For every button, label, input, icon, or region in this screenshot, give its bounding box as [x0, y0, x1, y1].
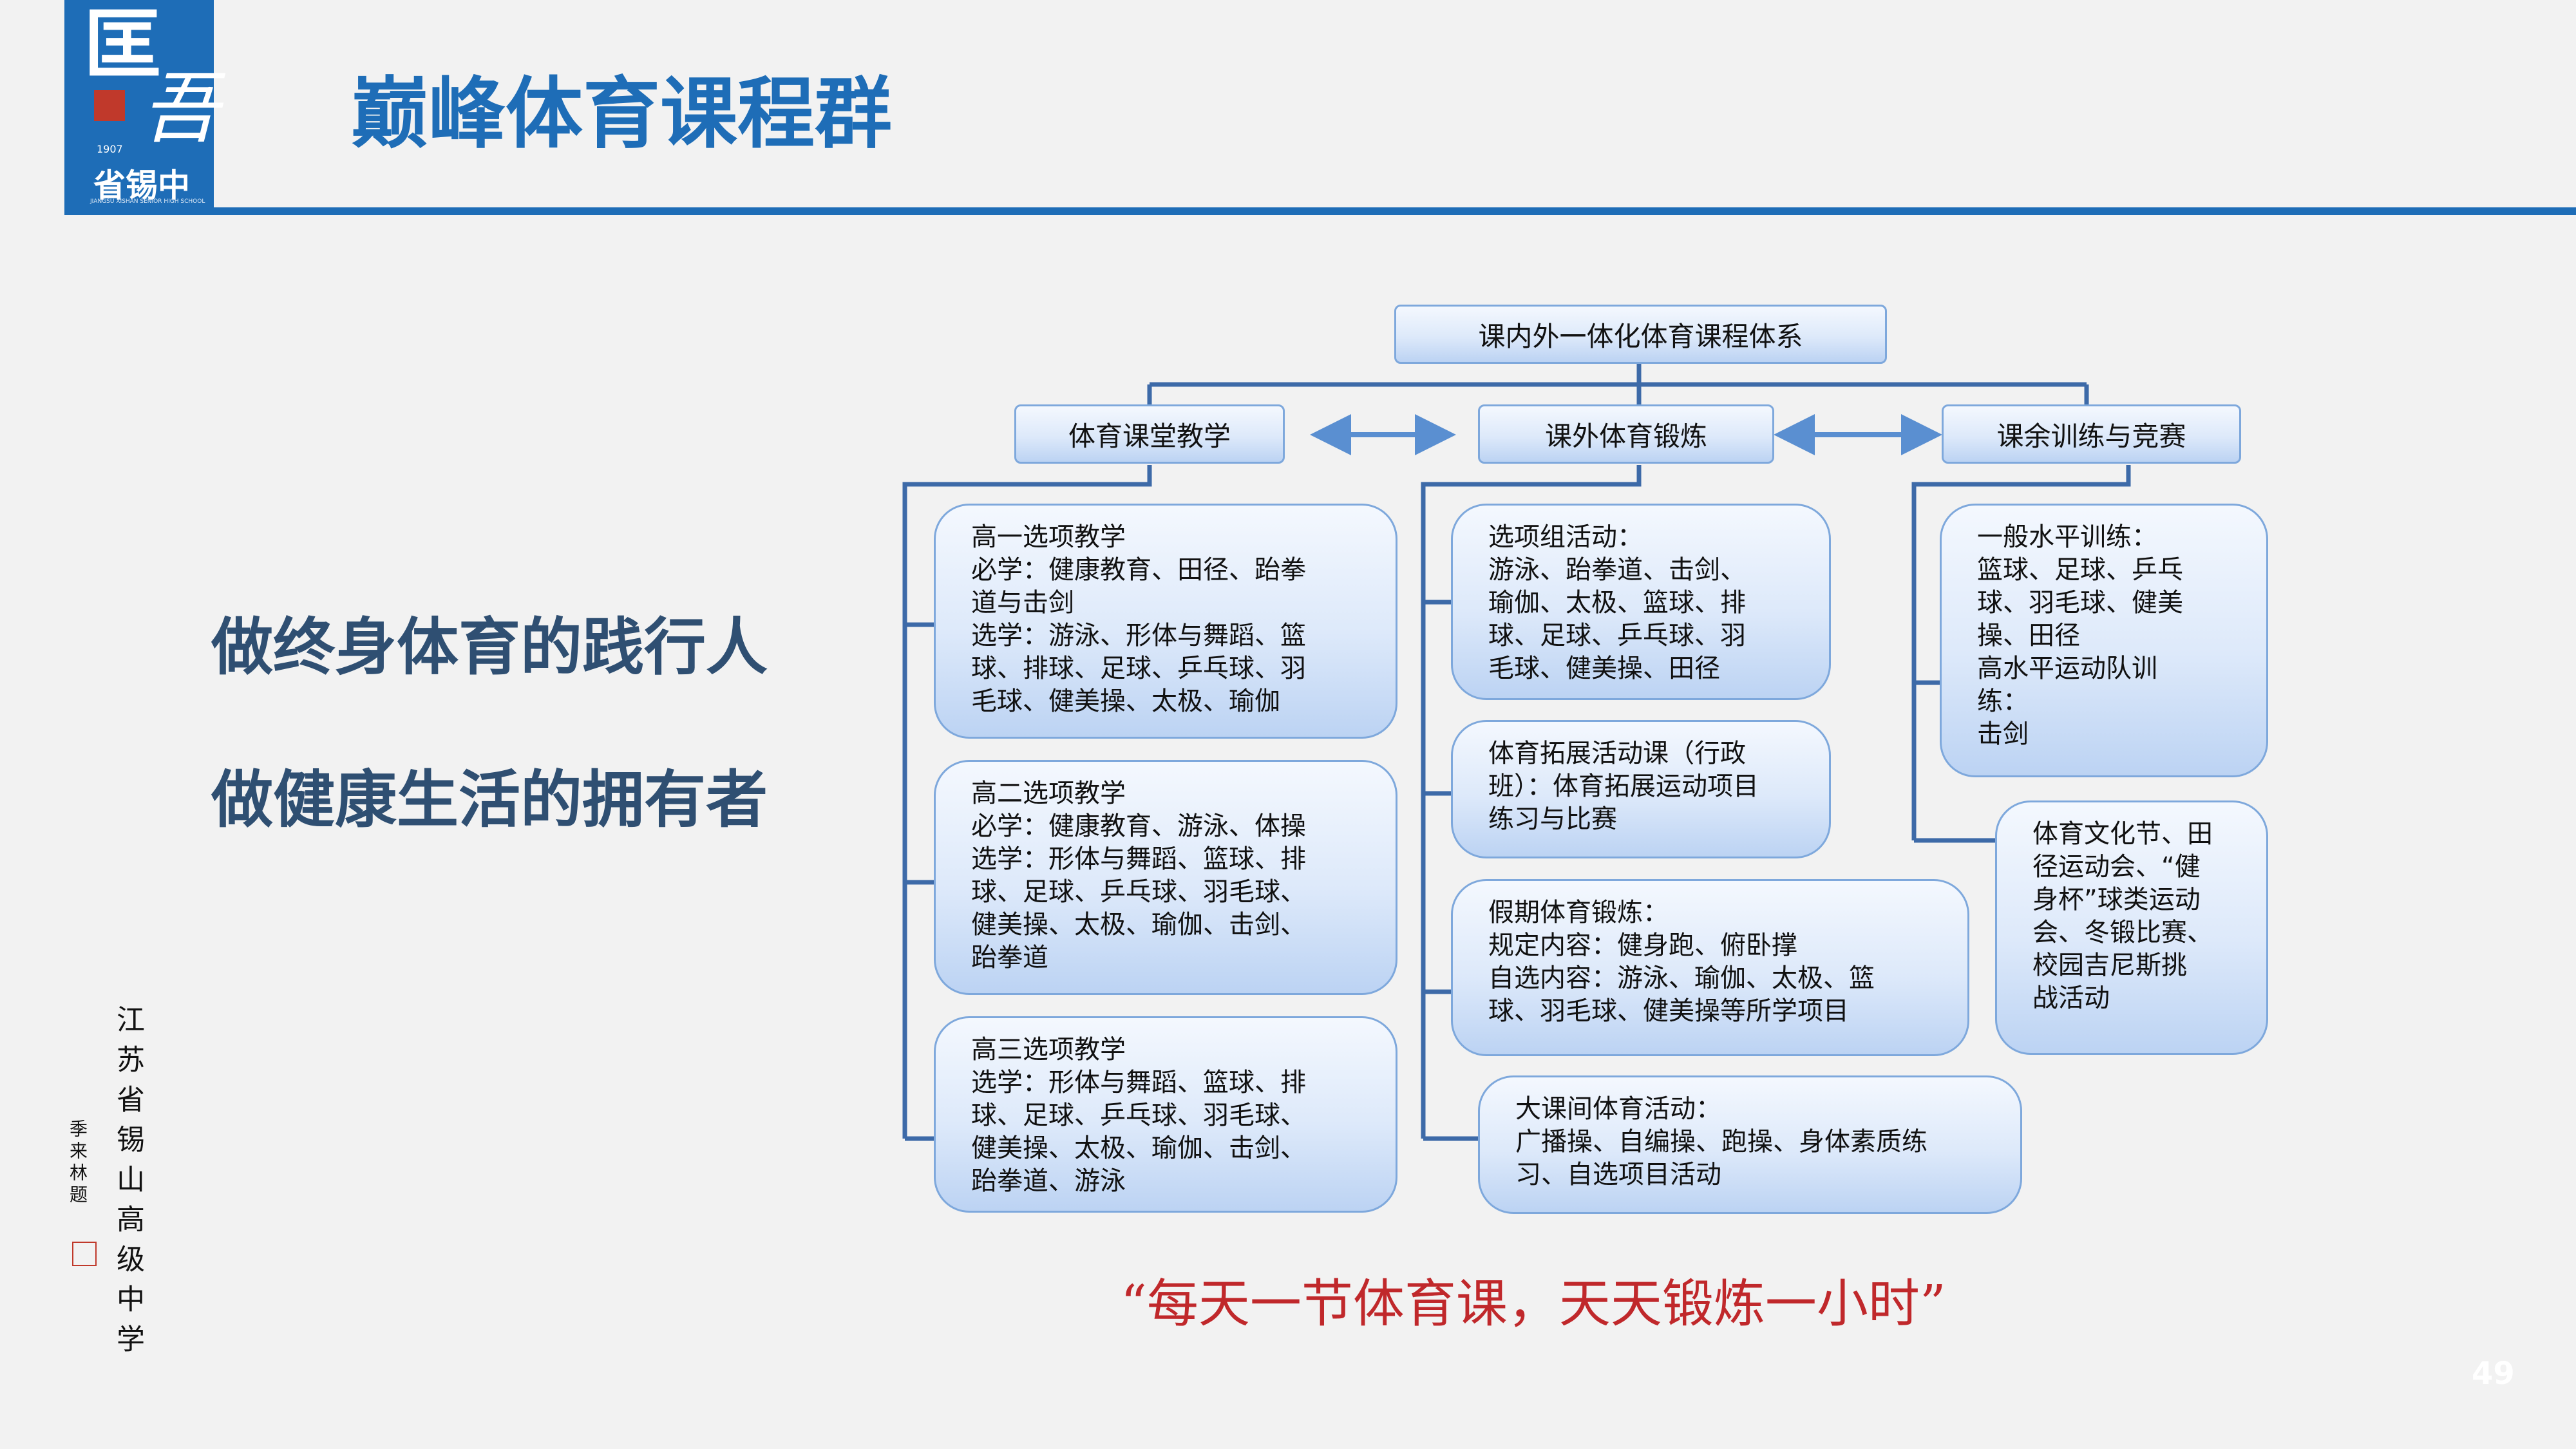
- node-col-training: 课余训练与竞赛: [1942, 404, 2241, 464]
- diagram-text-line: 球、羽毛球、健美: [1977, 588, 2183, 618]
- diagram-text-line: 选学：形体与舞蹈、篮球、排: [971, 1068, 1306, 1097]
- diagram-text-line: 选项组活动：: [1488, 522, 1643, 552]
- node-grade12: 高三选项教学选学：形体与舞蹈、篮球、排球、足球、乒乓球、羽毛球、健美操、太极、瑜…: [934, 1016, 1397, 1213]
- diagram-text-line: 大课间体育活动：: [1515, 1094, 1721, 1124]
- diagram-text-line: 高一选项教学: [971, 522, 1126, 552]
- diagram-text-line: 高水平运动队训: [1977, 654, 2157, 683]
- diagram-text-line: 操、田径: [1977, 621, 2080, 650]
- root-connector: [1147, 362, 2089, 406]
- calligraphy-school-name: 江苏省锡山高级中学: [111, 1005, 144, 1364]
- diagram-text-line: 体育文化节、田: [2032, 819, 2213, 849]
- page-title: 巅峰体育课程群: [351, 70, 892, 159]
- diagram-text-line: 体育拓展活动课（行政: [1488, 739, 1746, 768]
- diagram-text-line: 篮球、足球、乒乓: [1977, 555, 2183, 585]
- node-grade10: 高一选项教学必学：健康教育、田径、跆拳道与击剑选学：游泳、形体与舞蹈、篮球、排球…: [934, 504, 1397, 739]
- extracurricular-connector: [1421, 465, 1642, 1141]
- diagram-text-line: 校园吉尼斯挑: [2032, 951, 2187, 980]
- diagram-text-line: 选学：形体与舞蹈、篮球、排: [971, 844, 1306, 874]
- diagram-text-line: 会、冬锻比赛、: [2032, 918, 2213, 947]
- diagram-text-line: 球、羽毛球、健美操等所学项目: [1488, 996, 1849, 1026]
- diagram-text-line: 习、自选项目活动: [1515, 1160, 1721, 1189]
- calligraphy-signature: 季来林题: [67, 1119, 88, 1207]
- diagram-text-line: 高二选项教学: [971, 779, 1126, 808]
- diagram-text-line: 必学：健康教育、游泳、体操: [971, 811, 1306, 841]
- node-general-training: 一般水平训练：篮球、足球、乒乓球、羽毛球、健美操、田径高水平运动队训练： 击剑: [1940, 504, 2268, 777]
- diagram-text-line: 径运动会、“健: [2032, 852, 2201, 882]
- header-divider: [64, 207, 2576, 215]
- diagram-text-line: 练：: [1977, 687, 2029, 716]
- diagram-text-line: 毛球、健美操、田径: [1488, 654, 1720, 683]
- diagram-text-line: 健美操、太极、瑜伽、击剑、: [971, 1133, 1306, 1163]
- node-option-groups: 选项组活动：游泳、跆拳道、击剑、瑜伽、太极、篮球、排球、足球、乒乓球、羽毛球、健…: [1451, 504, 1831, 700]
- diagram-text-line: 球、足球、乒乓球、羽毛球、: [971, 1101, 1306, 1130]
- training-connector: [1911, 465, 2131, 843]
- node-grade11: 高二选项教学必学：健康教育、游泳、体操选学：形体与舞蹈、篮球、排球、足球、乒乓球…: [934, 760, 1397, 995]
- logo-calligraphy-top: 匡: [84, 0, 161, 90]
- diagram-text-line: 球、足球、乒乓球、羽毛球、: [971, 877, 1306, 907]
- school-logo: 匡 吾 1907 省锡中 JIANGSU XISHAN SENIOR HIGH …: [64, 0, 219, 213]
- node-col-extracurricular: 课外体育锻炼: [1478, 404, 1774, 464]
- diagram-text-line: 规定内容：健身跑、俯卧撑: [1488, 931, 1797, 960]
- diagram-text-line: 班）：体育拓展运动项目: [1488, 772, 1759, 801]
- slogan-lifelong-sports: 做终身体育的践行人: [211, 611, 768, 683]
- logo-subtitle: JIANGSU XISHAN SENIOR HIGH SCHOOL: [90, 198, 205, 205]
- node-col-classroom: 体育课堂教学: [1014, 404, 1285, 464]
- node-break-activities: 大课间体育活动：广播操、自编操、跑操、身体素质练习、自选项目活动: [1478, 1075, 2022, 1214]
- diagram-text-line: 选学：游泳、形体与舞蹈、篮: [971, 621, 1306, 650]
- diagram-text-line: 球、排球、足球、乒乓球、羽: [971, 654, 1306, 683]
- diagram-text-line: 身杯”球类运动: [2032, 885, 2201, 914]
- diagram-text-line: 瑜伽、太极、篮球、排: [1488, 588, 1746, 618]
- diagram-text-line: 必学：健康教育、田径、跆拳: [971, 555, 1306, 585]
- slogan-healthy-life: 做健康生活的拥有者: [211, 764, 768, 836]
- diagram-text-line: 跆拳道: [971, 943, 1048, 972]
- diagram-text-line: 广播操、自编操、跑操、身体素质练: [1515, 1127, 1927, 1157]
- diagram-text-line: 球、足球、乒乓球、羽: [1488, 621, 1746, 650]
- diagram-text-line: 跆拳道、游泳: [971, 1166, 1126, 1196]
- node-holiday-exercise: 假期体育锻炼： 规定内容：健身跑、俯卧撑自选内容：游泳、瑜伽、太极、篮球、羽毛球、…: [1451, 879, 1969, 1056]
- logo-seal-icon: [94, 90, 125, 121]
- diagram-text-line: 游泳、跆拳道、击剑、: [1488, 555, 1746, 585]
- diagram-text-line: 健美操、太极、瑜伽、击剑、: [971, 910, 1306, 940]
- motto-quote: “每天一节体育课，天天锻炼一小时”: [1121, 1274, 1946, 1334]
- page-number: 49: [2472, 1356, 2515, 1392]
- diagram-text-line: 自选内容：游泳、瑜伽、太极、篮: [1488, 963, 1875, 993]
- diagram-text-line: 战活动: [2032, 983, 2110, 1013]
- node-expansion-class: 体育拓展活动课（行政班）：体育拓展运动项目练习与比赛: [1451, 720, 1831, 858]
- logo-school-name: 省锡中: [93, 167, 190, 204]
- node-root: 课内外一体化体育课程体系: [1394, 305, 1887, 364]
- diagram-text-line: 击剑: [1977, 719, 2029, 749]
- diagram-text-line: 高三选项教学: [971, 1035, 1126, 1065]
- logo-year: 1907: [97, 143, 123, 155]
- calligraphy-seal-icon: [72, 1242, 97, 1266]
- diagram-text-line: 毛球、健美操、太极、瑜伽: [971, 687, 1280, 716]
- diagram-text-line: 练习与比赛: [1488, 804, 1617, 834]
- classroom-connector: [902, 465, 1152, 1141]
- diagram-text-line: 道与击剑: [971, 588, 1074, 618]
- diagram-text-line: 假期体育锻炼：: [1488, 898, 1669, 927]
- diagram-text-line: 一般水平训练：: [1977, 522, 2157, 552]
- node-culture-festival: 体育文化节、田径运动会、“健身杯”球类运动会、冬锻比赛、校园吉尼斯挑战活动: [1995, 800, 2268, 1055]
- logo-calligraphy-bottom: 吾: [142, 64, 219, 154]
